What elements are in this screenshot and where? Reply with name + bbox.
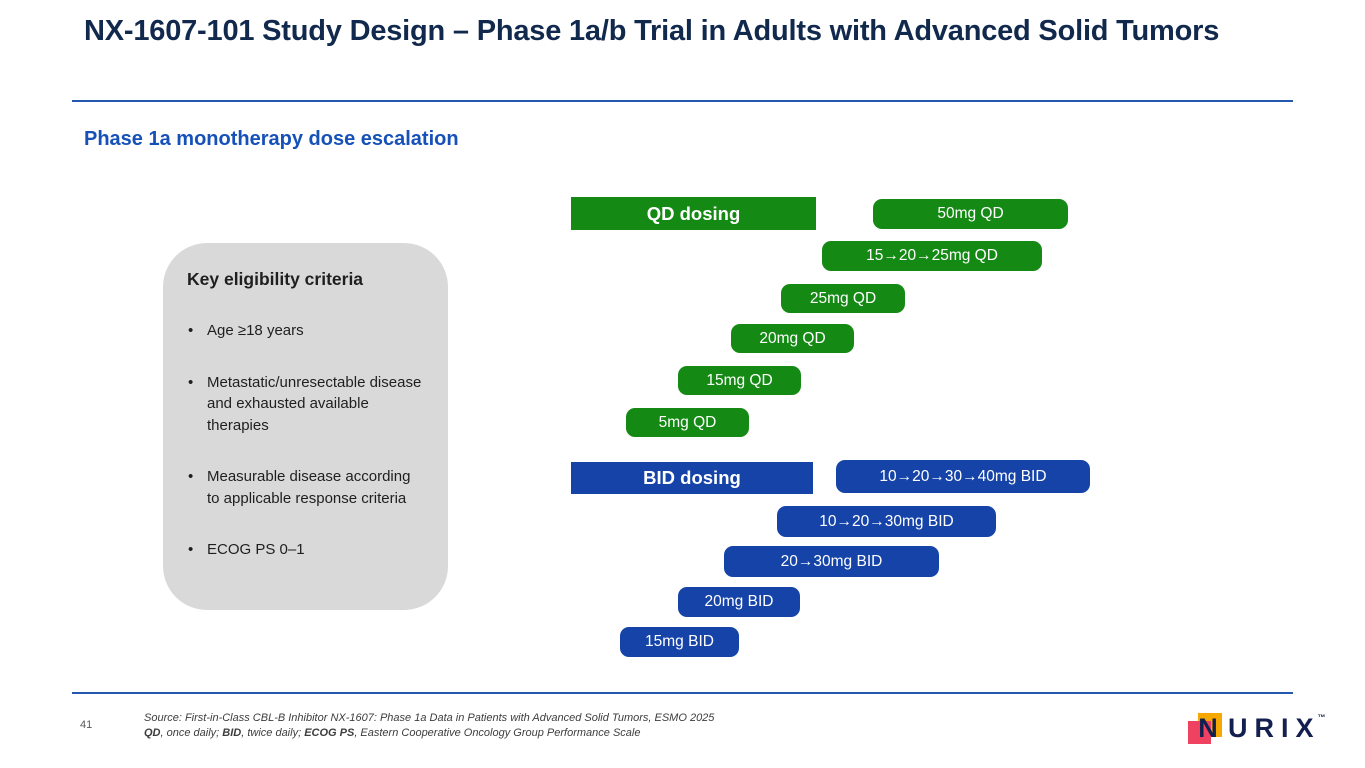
eligibility-list: Age ≥18 yearsMetastatic/unresectable dis… xyxy=(185,320,426,561)
logo-letter-n: N xyxy=(1198,712,1218,743)
slide-title: NX-1607-101 Study Design – Phase 1a/b Tr… xyxy=(84,15,1220,47)
footnote-segment: , once daily; xyxy=(160,726,223,739)
eligibility-criteria-box: Key eligibility criteria Age ≥18 yearsMe… xyxy=(163,243,448,610)
nurix-logo: N URIX ™ xyxy=(1188,710,1326,747)
bar-label: 50mg QD xyxy=(937,205,1004,222)
bid-dose-bar: 20→30mg BID xyxy=(724,546,939,577)
bid-dose-bar: 10→20→30→40mg BID xyxy=(836,460,1090,493)
bar-label: 20mg BID xyxy=(704,593,774,610)
bar-label: 10→20→30mg BID xyxy=(819,512,954,530)
logo-pink-square xyxy=(1188,721,1211,744)
qd-dose-bar: 20mg QD xyxy=(731,324,854,353)
footer-divider-rule xyxy=(72,692,1293,694)
section-subtitle: Phase 1a monotherapy dose escalation xyxy=(84,128,459,150)
qd-dose-bar: 5mg QD xyxy=(626,408,749,437)
logo-trademark: ™ xyxy=(1317,713,1326,722)
bar-label: 10→20→30→40mg BID xyxy=(879,467,1047,485)
bid-dose-bar: 20mg BID xyxy=(678,587,800,617)
qd-dose-bar: 50mg QD xyxy=(873,199,1068,229)
eligibility-item: Metastatic/unresectable disease and exha… xyxy=(185,372,426,437)
bar-label: 15mg QD xyxy=(706,371,773,389)
footnote-segment: BID xyxy=(222,726,242,739)
footnote: Source: First-in-Class CBL-B Inhibitor N… xyxy=(144,711,804,740)
page-number: 41 xyxy=(80,719,93,731)
eligibility-item: ECOG PS 0–1 xyxy=(185,539,426,561)
eligibility-item: Measurable disease according to applicab… xyxy=(185,466,426,509)
bid-dose-bar: 10→20→30mg BID xyxy=(777,506,996,537)
nurix-logo-mark-icon: N xyxy=(1188,710,1224,747)
footnote-abbreviations-line: QD, once daily; BID, twice daily; ECOG P… xyxy=(144,726,804,741)
bar-label: 15mg BID xyxy=(645,633,714,650)
qd-dose-bar: 15→20→25mg QD xyxy=(822,241,1042,271)
logo-wordmark: URIX xyxy=(1228,713,1321,743)
footnote-segment: , twice daily; xyxy=(241,726,305,739)
qd-dose-bar: 25mg QD xyxy=(781,284,905,313)
footnote-segment: QD xyxy=(144,726,161,739)
qd-dose-bar: 15mg QD xyxy=(678,366,801,395)
bar-label: 20→30mg BID xyxy=(780,552,883,570)
eligibility-item: Age ≥18 years xyxy=(185,320,426,342)
footnote-segment: , Eastern Cooperative Oncology Group Per… xyxy=(354,726,641,739)
footnote-source-line: Source: First-in-Class CBL-B Inhibitor N… xyxy=(144,712,715,724)
bar-label: 25mg QD xyxy=(809,289,877,307)
eligibility-heading: Key eligibility criteria xyxy=(187,269,364,289)
bar-label: 15→20→25mg QD xyxy=(866,247,998,264)
bid-dose-bar: 15mg BID xyxy=(620,627,739,657)
qd-dosing-header-bar: QD dosing xyxy=(571,197,816,230)
footnote-segment: ECOG PS xyxy=(304,726,355,739)
bar-label: QD dosing xyxy=(646,202,741,224)
bid-dosing-header-bar: BID dosing xyxy=(571,462,813,494)
bar-label: 20mg QD xyxy=(759,329,826,347)
bar-label: BID dosing xyxy=(643,467,741,488)
title-divider-rule xyxy=(72,100,1293,102)
bar-label: 5mg QD xyxy=(658,413,717,431)
